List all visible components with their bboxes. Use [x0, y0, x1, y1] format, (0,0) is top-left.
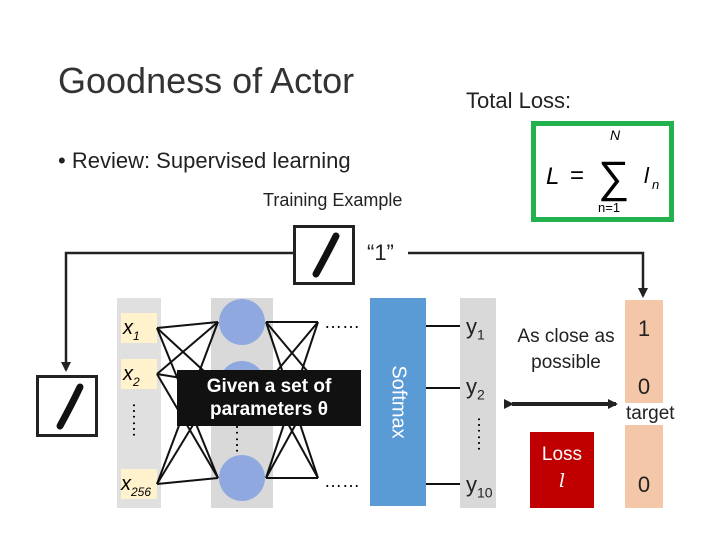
hidden-neuron-1 [219, 299, 265, 345]
example-label: “1” [367, 240, 394, 265]
output-y10: y10 [466, 472, 493, 501]
softmax-label: Softmax [387, 365, 410, 439]
formula-equals: = [570, 162, 584, 189]
loss-box: Loss l [530, 432, 594, 508]
input-x2-label: x2 [122, 363, 140, 389]
top-ellipsis: …… [324, 312, 360, 332]
as-close-as-possible-label: As close as possible [517, 326, 615, 373]
target-label: target [624, 403, 677, 425]
input-x256-label: x256 [120, 473, 151, 499]
total-loss-formula: L = ∑ N n=1 l n [546, 127, 659, 215]
softmax-output-connections [426, 325, 460, 485]
target-value-3: 0 [637, 472, 651, 497]
bottom-ellipsis: …… [324, 471, 360, 491]
formula-upper-limit: N [610, 127, 621, 143]
total-loss-label: Total Loss: [466, 88, 572, 113]
formula-lhs: L [546, 163, 559, 190]
review-bullet-text: Review: Supervised learning [71, 148, 351, 173]
input-x1-label: x1 [122, 317, 140, 343]
formula-sum-symbol: ∑ [598, 153, 629, 202]
softmax-layer: Softmax [370, 298, 426, 506]
input-cell-x256 [121, 469, 157, 499]
input-ellipsis: …… [129, 402, 149, 438]
output-ellipsis: …… [474, 416, 494, 452]
formula-term: l [644, 163, 650, 188]
total-loss-formula-box: L = ∑ N n=1 l n [531, 121, 674, 222]
target-value-2: 0 [637, 374, 651, 399]
input-cell-x1 [121, 313, 157, 343]
training-example-image [293, 225, 355, 285]
training-example-label: Training Example [263, 190, 403, 210]
network-input-image [36, 375, 98, 437]
input-feed-arrow [61, 251, 293, 372]
parameters-caption: Given a set of parameters θ [177, 370, 361, 426]
slide-title: Goodness of Actor [58, 60, 355, 101]
label-to-target-arrow [408, 251, 648, 298]
input-cell-x2 [121, 359, 157, 389]
formula-lower-limit: n=1 [598, 200, 620, 215]
formula-term-sub: n [652, 177, 659, 192]
target-value-1: 1 [637, 316, 651, 341]
hidden-neuron-3 [219, 455, 265, 501]
loss-variable: l [558, 470, 566, 492]
output-layer-background [460, 298, 496, 508]
review-bullet: • Review: Supervised learning [58, 148, 351, 173]
output-y2: y2 [466, 374, 485, 403]
hidden-ellipsis: …… [232, 418, 252, 454]
loss-label: Loss [541, 444, 583, 465]
output-y1: y1 [466, 314, 485, 343]
